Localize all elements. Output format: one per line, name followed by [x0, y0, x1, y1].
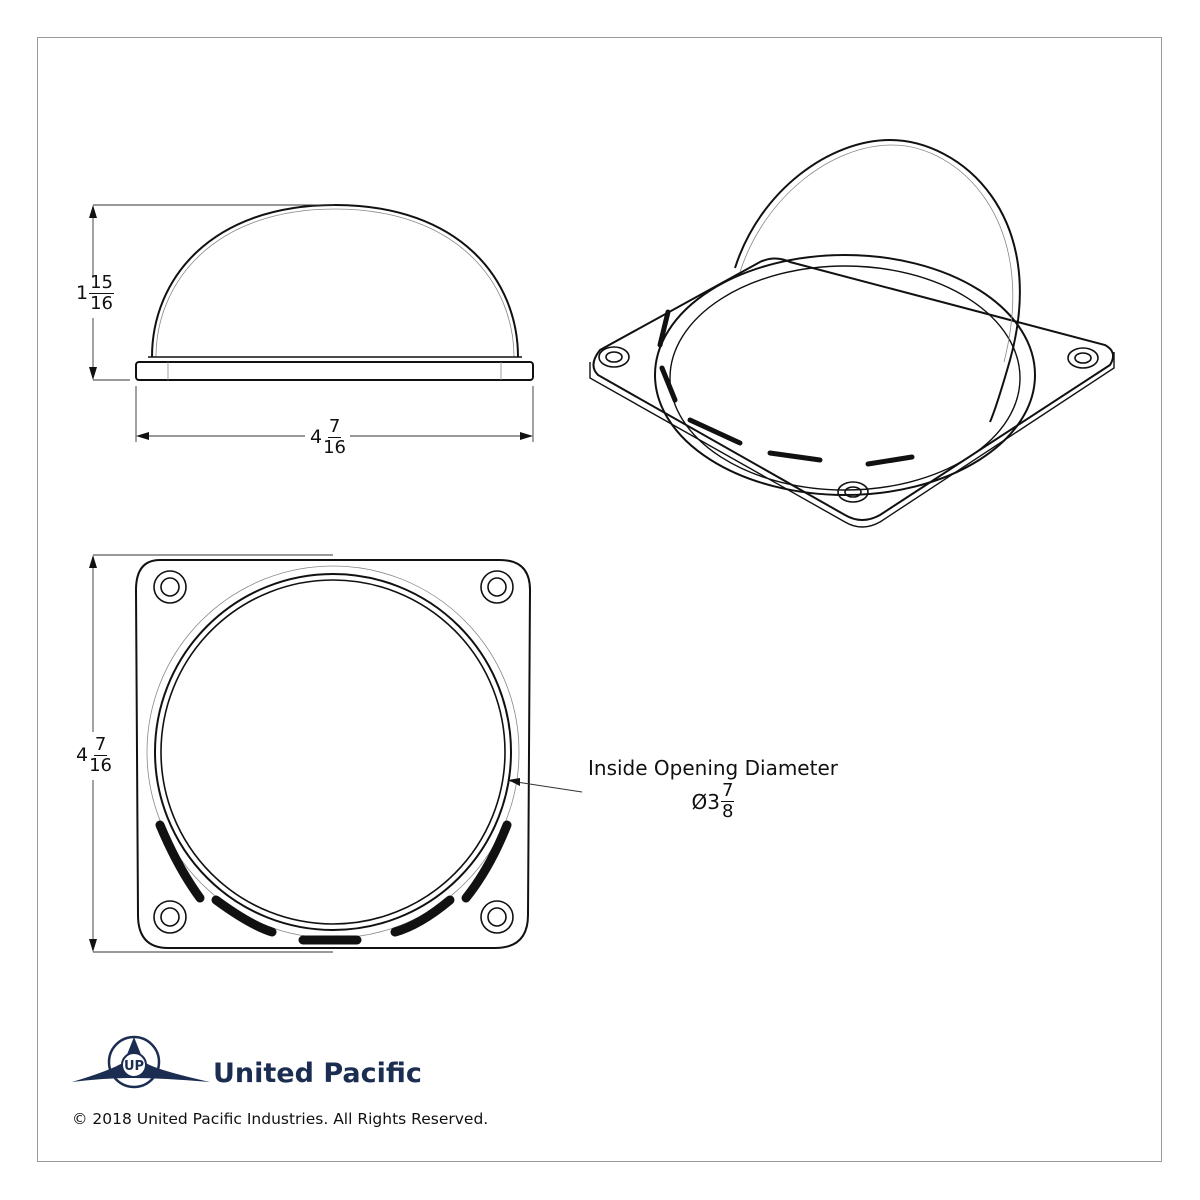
- callout-value: Ø 3 7 8: [692, 782, 735, 821]
- dimension-denominator: 16: [89, 755, 112, 776]
- dimension-whole: 3: [707, 789, 720, 814]
- dimension-denominator: 8: [722, 801, 734, 822]
- dimension-numerator: 7: [721, 780, 735, 802]
- united-pacific-logo-icon: UP: [72, 1035, 210, 1089]
- copyright-text: © 2018 United Pacific Industries. All Ri…: [72, 1110, 489, 1128]
- side-height-dimension: 1 15 16: [76, 274, 114, 313]
- brand-name: United Pacific: [213, 1058, 422, 1089]
- inside-diameter-callout: Inside Opening Diameter Ø 3 7 8: [588, 756, 838, 821]
- drawing-frame: [37, 37, 1162, 1162]
- diameter-symbol-icon: Ø: [691, 789, 708, 814]
- dimension-denominator: 16: [90, 293, 113, 314]
- dimension-whole: 1: [76, 282, 89, 304]
- callout-title: Inside Opening Diameter: [588, 756, 838, 780]
- isometric-view: [589, 138, 1115, 528]
- top-view: [89, 554, 583, 953]
- dimension-numerator: 7: [93, 734, 108, 756]
- svg-text:UP: UP: [124, 1059, 144, 1074]
- dimension-numerator: 7: [327, 416, 342, 438]
- dimension-whole: 4: [310, 426, 323, 448]
- side-view: [89, 203, 534, 442]
- dimension-denominator: 16: [323, 437, 346, 458]
- dimension-whole: 4: [76, 744, 89, 766]
- dimension-numerator: 15: [89, 272, 114, 294]
- side-width-dimension: 4 7 16: [310, 418, 346, 457]
- top-height-dimension: 4 7 16: [76, 736, 112, 775]
